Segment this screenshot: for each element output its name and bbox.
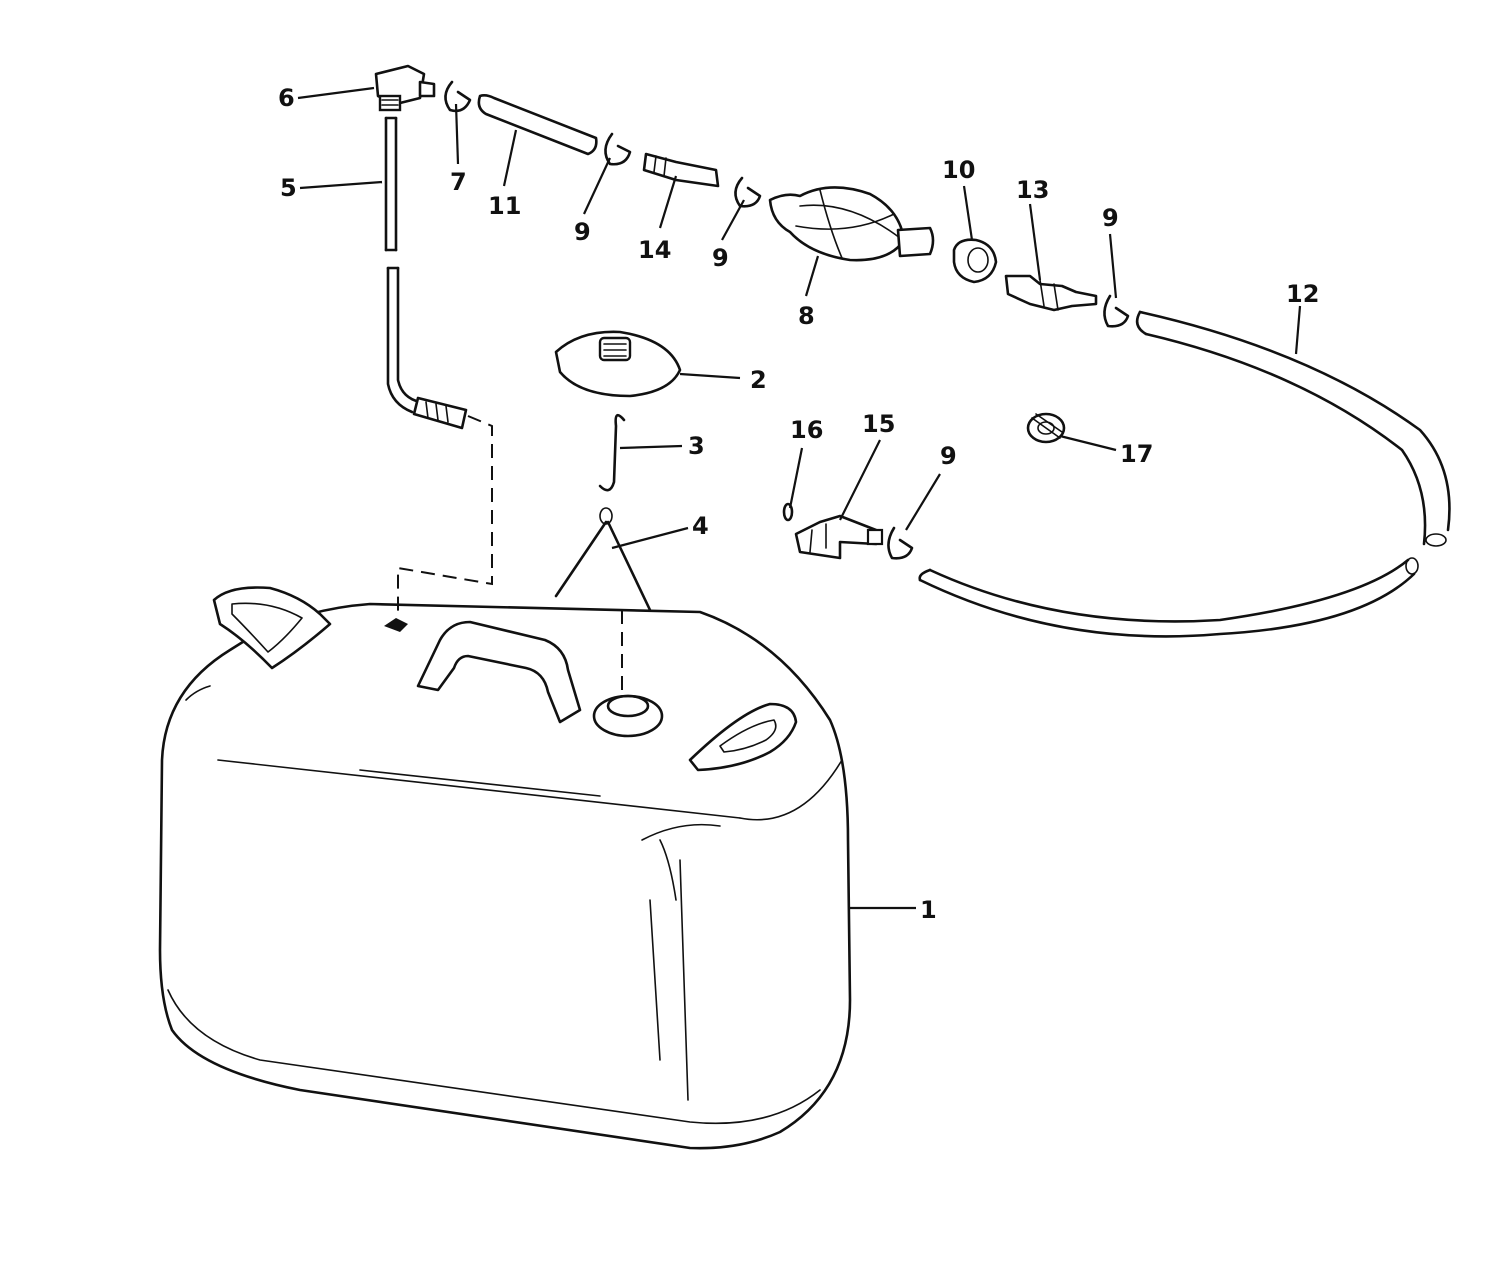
check-valve-part-13 (1004, 274, 1098, 312)
tank-handle-center (416, 620, 582, 724)
o-ring-part-16 (782, 502, 794, 522)
clamp-part-9c (1103, 294, 1130, 328)
filler-cap-part-2 (554, 330, 682, 398)
retainer-wire-part-4 (554, 507, 652, 612)
callout-17: 17 (1120, 440, 1153, 468)
callout-9a: 9 (574, 218, 591, 246)
callout-labels: 1 2 3 4 5 6 7 8 9 9 9 9 10 11 12 13 14 1… (278, 84, 1319, 924)
callout-5: 5 (280, 174, 297, 202)
s-hook-part-3 (598, 413, 626, 492)
fuel-tank-part-1 (158, 602, 852, 1150)
callout-9c: 9 (1102, 204, 1119, 232)
callout-14: 14 (638, 236, 671, 264)
callout-12: 12 (1286, 280, 1319, 308)
filler-neck (592, 694, 664, 738)
clamp-part-9a (604, 132, 632, 166)
callout-3: 3 (688, 432, 705, 460)
connector-part-15 (794, 514, 884, 560)
hose-clamp-part-17 (1026, 412, 1066, 444)
tank-handle-left (212, 586, 332, 670)
callout-4: 4 (692, 512, 709, 540)
fuel-hose-part-12 (918, 310, 1451, 638)
connector-part-14 (642, 152, 720, 188)
leader-lines (297, 86, 1302, 910)
hose-part-11 (477, 94, 598, 156)
callout-6: 6 (278, 84, 295, 112)
assembly-line-pickup (397, 415, 493, 618)
primer-bulb-part-8 (768, 186, 935, 262)
callout-1: 1 (920, 896, 937, 924)
callout-10: 10 (942, 156, 975, 184)
callout-11: 11 (488, 192, 521, 220)
callout-2: 2 (750, 366, 767, 394)
tank-fitting-socket (384, 618, 408, 632)
ring-part-10 (952, 238, 998, 284)
callout-7: 7 (450, 168, 467, 196)
tank-handle-right (688, 702, 798, 772)
callout-9d: 9 (940, 442, 957, 470)
pickup-tube-part-5 (384, 116, 468, 430)
callout-8: 8 (798, 302, 815, 330)
clamp-part-7 (444, 80, 472, 113)
callout-13: 13 (1016, 176, 1049, 204)
callout-9b: 9 (712, 244, 729, 272)
elbow-connector-part-6 (374, 64, 436, 112)
clamp-part-9d (887, 526, 914, 560)
callout-16: 16 (790, 416, 823, 444)
callout-15: 15 (862, 410, 895, 438)
clamp-part-9b (734, 176, 762, 208)
